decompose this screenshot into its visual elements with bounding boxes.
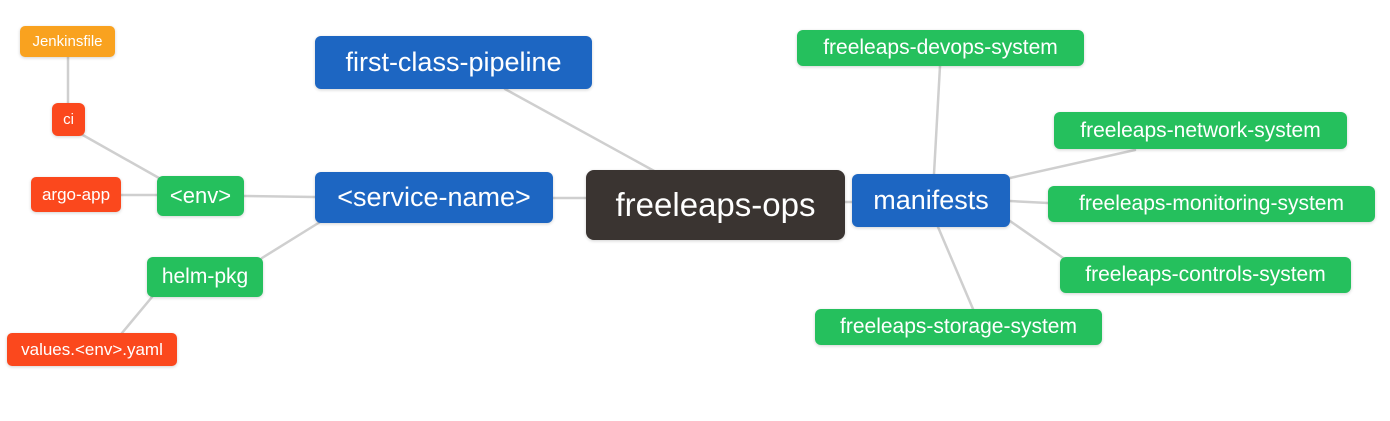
edge-helm-values	[120, 295, 154, 335]
edge-manifests-network	[1008, 148, 1137, 180]
node-values-env-yaml[interactable]: values.<env>.yaml	[7, 333, 177, 366]
edge-manifests-controls	[1008, 219, 1068, 262]
node-freeleaps-network-system[interactable]: freeleaps-network-system	[1054, 112, 1347, 149]
node-freeleaps-storage-system[interactable]: freeleaps-storage-system	[815, 309, 1102, 345]
node-service-name[interactable]: <service-name>	[315, 172, 553, 223]
edge-pipeline-root	[503, 87, 658, 174]
node-jenkinsfile[interactable]: Jenkinsfile	[20, 26, 115, 57]
node-argo-app[interactable]: argo-app	[31, 177, 121, 212]
node-manifests[interactable]: manifests	[852, 174, 1010, 227]
node-env[interactable]: <env>	[157, 176, 244, 216]
edge-ci-env	[79, 132, 161, 180]
node-freeleaps-ops-root[interactable]: freeleaps-ops	[586, 170, 845, 240]
node-first-class-pipeline[interactable]: first-class-pipeline	[315, 36, 592, 89]
edge-service-helm	[260, 220, 322, 260]
node-ci[interactable]: ci	[52, 103, 85, 136]
node-freeleaps-monitoring-system[interactable]: freeleaps-monitoring-system	[1048, 186, 1375, 222]
edge-manifests-monitoring	[1008, 199, 1050, 205]
edge-env-service	[242, 194, 317, 199]
edge-manifests-storage	[936, 225, 975, 311]
node-freeleaps-devops-system[interactable]: freeleaps-devops-system	[797, 30, 1084, 66]
edge-manifests-devops	[932, 64, 942, 176]
node-helm-pkg[interactable]: helm-pkg	[147, 257, 263, 297]
node-freeleaps-controls-system[interactable]: freeleaps-controls-system	[1060, 257, 1351, 293]
